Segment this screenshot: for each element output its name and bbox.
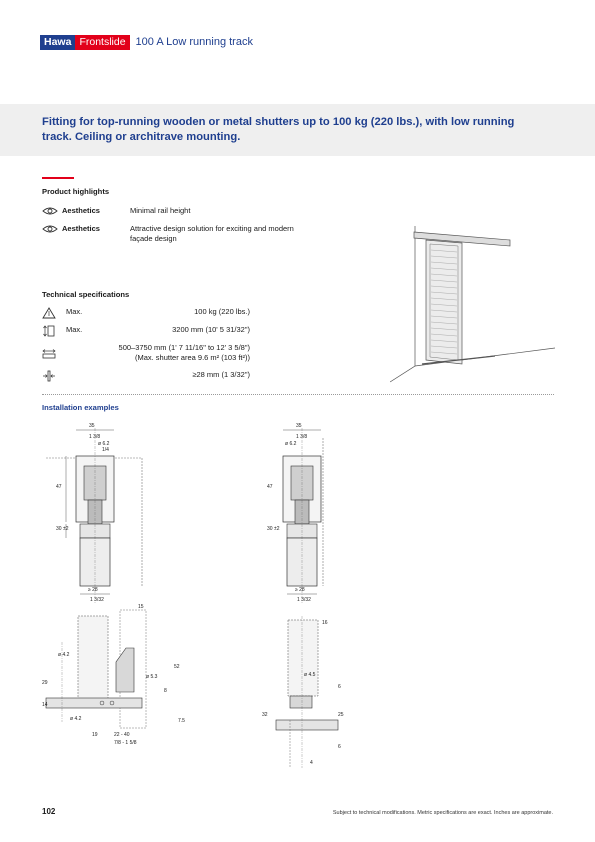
specs-title: Technical specifications: [42, 290, 130, 299]
dim-label: 6: [338, 744, 341, 750]
dim-label: 30 ±2: [267, 526, 280, 532]
dim-label: 6: [338, 684, 341, 690]
dim-label: 7.5: [178, 718, 185, 724]
dim-label: 1 3/8: [89, 434, 100, 440]
spec-value: ≥28 mm (1 3/32"): [192, 370, 250, 379]
dim-label: 22 - 40: [114, 732, 130, 738]
dim-label: ø 6.2: [285, 441, 297, 447]
dim-label: 47: [56, 484, 62, 490]
dim-label: 1 3/32: [90, 597, 104, 603]
dim-label: 1/4: [102, 447, 109, 453]
dim-label: 25: [338, 712, 344, 718]
dim-label: 7/8 - 1 5/8: [114, 740, 137, 746]
headline-band: [0, 104, 595, 156]
spec-row: 500–3750 mm (1' 7 11/16" to 12' 3 5/8") …: [42, 343, 252, 365]
dim-label: 4: [310, 760, 313, 766]
spec-label: Max.: [66, 307, 83, 316]
weight-icon: [42, 307, 56, 319]
installation-drawing-4: 16 ø 4.5 6 32 25 6 4: [262, 616, 344, 768]
dim-label: ø 6.2: [98, 441, 110, 447]
eye-icon: [42, 207, 58, 215]
dim-label: 1 3/8: [296, 434, 307, 440]
spec-value: 100 kg (220 lbs.): [194, 307, 250, 316]
dim-label: 30 ±2: [56, 526, 69, 532]
highlight-key: Aesthetics: [62, 224, 100, 233]
dim-label: 47: [267, 484, 273, 490]
dim-label: ≥ 28: [88, 587, 98, 593]
highlights-title: Product highlights: [42, 187, 110, 196]
eye-icon: [42, 225, 58, 233]
brand-label: Hawa: [40, 34, 76, 50]
dim-label: 35: [89, 423, 95, 429]
installation-drawing-1: 35 1 3/8 ø 6.2 1/4 47 30 ±2 ≥ 28 1 3/32: [46, 423, 143, 603]
product-label: Frontslide: [75, 34, 130, 50]
dim-label: ø 4.5: [304, 672, 316, 678]
accent-rule: [42, 177, 74, 179]
dim-label: 15: [138, 604, 144, 610]
footer-disclaimer: Subject to technical modifications. Metr…: [332, 810, 553, 816]
product-illustration: [390, 226, 555, 383]
dim-label: 52: [174, 664, 180, 670]
dim-label: 14: [42, 702, 48, 708]
product-title: 100 A Low running track: [135, 36, 253, 48]
installation-drawing-3: 15 ø 4.2 29 14 ø 5.3 8 52 7.5 ø 4.2 19 2…: [42, 604, 185, 746]
spec-value: 500–3750 mm (1' 7 11/16" to 12' 3 5/8"): [118, 343, 250, 352]
dim-label: 35: [296, 423, 302, 429]
highlight-value: Attractive design solution for exciting …: [130, 224, 294, 243]
headline: Fitting for top-running wooden or metal …: [42, 116, 515, 143]
dim-label: 29: [42, 680, 48, 686]
dim-label: ø 4.2: [70, 716, 82, 722]
installation-title: Installation examples: [42, 403, 119, 412]
dim-label: ø 5.3: [146, 674, 158, 680]
dim-label: 8: [164, 688, 167, 694]
dim-label: ≥ 28: [295, 587, 305, 593]
page-number: 102: [42, 807, 56, 816]
highlight-row: Aesthetics Attractive design solution fo…: [42, 224, 322, 246]
highlight-key: Aesthetics: [62, 206, 100, 215]
width-icon: [42, 349, 56, 359]
dim-label: ø 4.2: [58, 652, 70, 658]
highlight-value: Minimal rail height: [130, 206, 191, 215]
height-icon: [43, 325, 55, 337]
spec-value: 3200 mm (10' 5 31/32"): [172, 325, 250, 334]
thickness-icon: [43, 370, 55, 382]
installation-drawing-2: 35 1 3/8 ø 6.2 47 30 ±2 ≥ 28 1 3/32: [267, 423, 324, 603]
dim-label: 32: [262, 712, 268, 718]
spec-label: Max.: [66, 325, 83, 334]
dim-label: 19: [92, 732, 98, 738]
page-header: Hawa Frontslide 100 A Low running track: [40, 34, 253, 50]
spec-value-note: (Max. shutter area 9.6 m² (103 ft²)): [134, 353, 250, 362]
dim-label: 1 3/32: [297, 597, 311, 603]
section-divider: [42, 394, 554, 395]
dim-label: 16: [322, 620, 328, 626]
